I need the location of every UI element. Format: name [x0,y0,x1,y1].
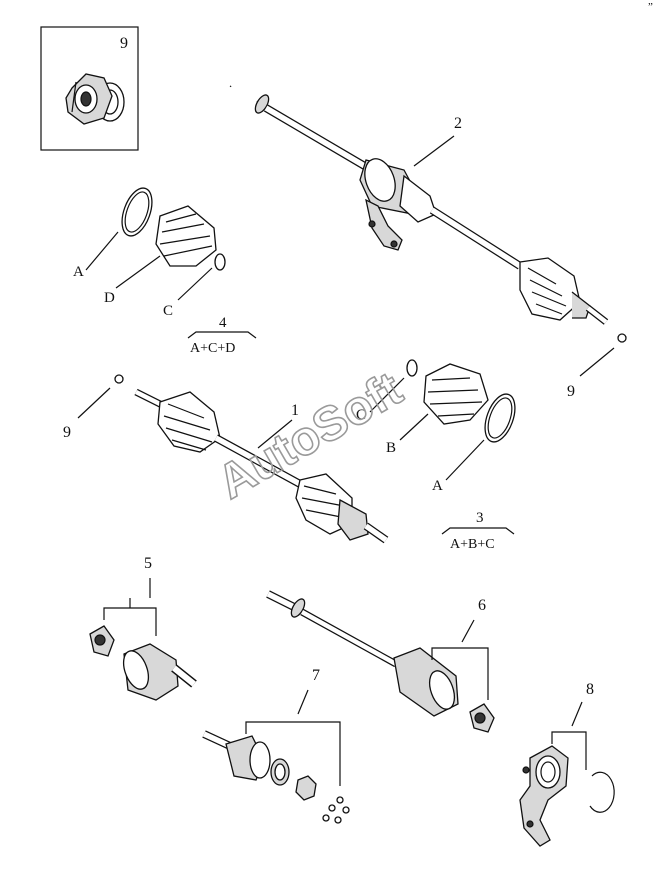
tripod-spider-6 [469,703,495,733]
ring-9-left [114,374,124,384]
clamp-C-kit3 [406,359,418,377]
leader-9-right [579,347,615,377]
callout-9-left: 9 [63,424,71,441]
cv-joint-set-7 [202,730,350,824]
kit4-letter-C: C [163,303,173,319]
clamp-ring-A-kit4 [121,187,153,237]
drive-shaft-6 [266,590,459,717]
clamp-ring-A-kit3 [484,393,516,443]
drive-shaft-1 [134,388,389,544]
callout-1: 1 [291,402,299,419]
bracket-7 [245,689,341,786]
callout-5: 5 [144,555,152,572]
drive-shaft-2 [229,84,609,325]
bracket-5 [103,578,157,636]
ring-9-right [617,333,627,343]
callout-9-right: 9 [567,383,575,400]
circlip-8 [589,771,615,813]
kit3-letter-B: B [386,440,396,456]
leader-9-left [77,387,111,419]
hex-nut-icon [65,73,125,125]
inset-nut-box: 9 [40,26,139,151]
clamp-C-kit4 [214,253,226,271]
kit4-contents: A+C+D [190,341,235,356]
kit3-letter-A: A [432,478,443,494]
kit3-letter-C: C [356,407,366,423]
callout-7: 7 [312,667,320,684]
corner-mark: ” [648,1,653,13]
kit4-letter-D: D [104,290,115,306]
leader-1 [257,419,293,449]
callout-3: 3 [476,510,484,526]
bearing-bracket-8 [519,745,569,847]
callout-8: 8 [586,681,594,698]
bracket-6 [431,619,489,700]
boot-kit-3 [406,359,516,443]
tripod-spider-5 [89,625,115,657]
leader-2 [413,135,455,167]
joint-housing-5 [122,643,197,701]
callout-2: 2 [454,115,462,132]
bracket-8 [551,701,587,770]
callout-6: 6 [478,597,486,614]
callout-4: 4 [219,315,227,331]
boot-kit-4 [121,187,226,271]
kit4-letter-A: A [73,264,84,280]
kit3-contents: A+B+C [450,537,495,552]
callout-9-inset: 9 [120,35,128,52]
